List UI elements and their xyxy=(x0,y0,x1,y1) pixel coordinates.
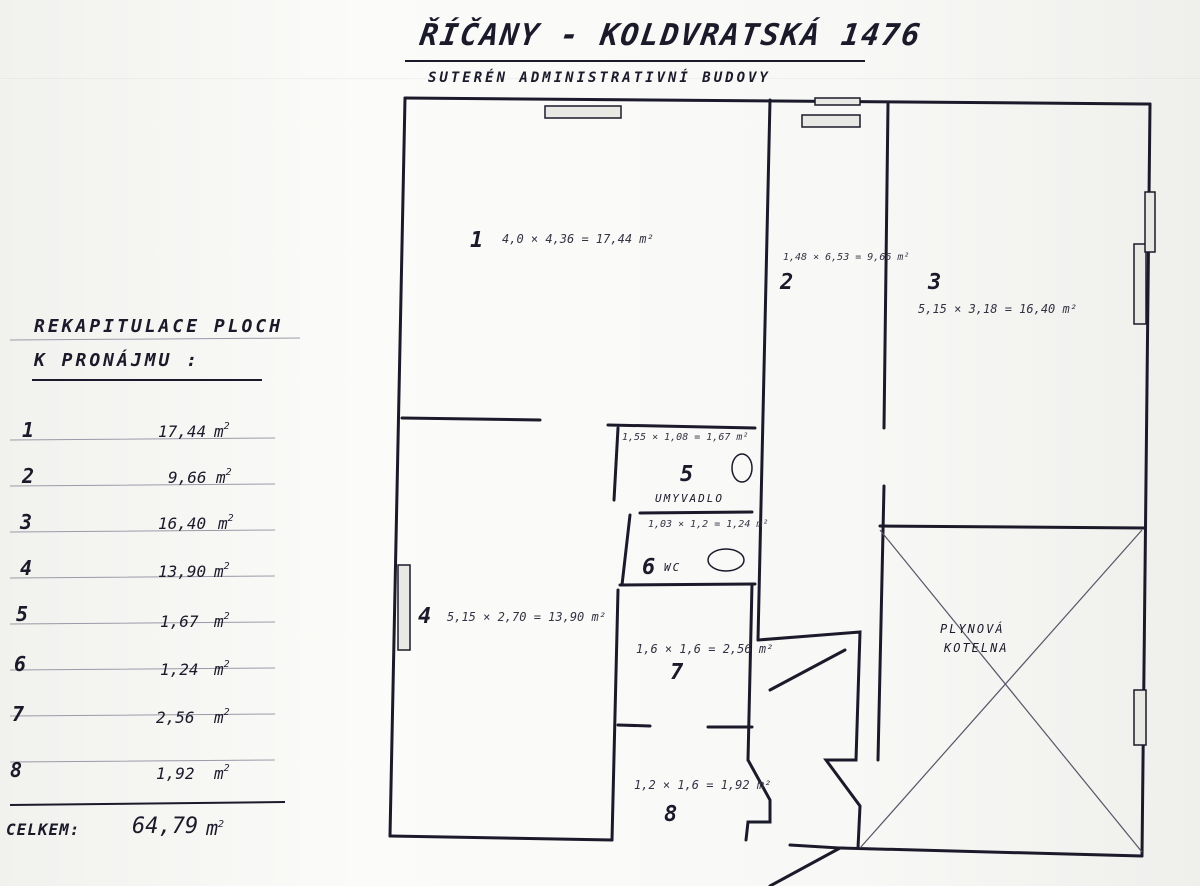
room-7-dimensions: 1,6 × 1,6 = 2,56 m² xyxy=(636,642,774,656)
corridor-line-b xyxy=(768,648,847,692)
recap-total-value: 64,79 xyxy=(132,814,199,839)
wall-4-7 xyxy=(610,588,620,842)
room-5-dimensions: 1,55 × 1,08 = 1,67 m² xyxy=(622,432,749,443)
recap-total-rule xyxy=(9,801,286,806)
recap-row-4-value: 13,90 xyxy=(158,562,207,581)
boiler-cross-a xyxy=(879,529,1143,853)
room-1-dimensions: 4,0 × 4,36 = 17,44 m² xyxy=(502,232,654,246)
boiler-cross-b xyxy=(859,529,1143,849)
wall-7-right xyxy=(746,582,754,762)
wall-bath-divider xyxy=(638,510,754,515)
wall-bath-left-lower xyxy=(620,513,632,587)
window-room3 xyxy=(1133,243,1147,325)
wall-2-3-lower xyxy=(876,484,886,762)
room-5-label: UMYVADLO xyxy=(655,492,724,505)
recap-row-8-unit: m2 xyxy=(214,763,230,783)
wall-7-8 xyxy=(616,723,754,729)
recap-row-2-value: 9,66 xyxy=(168,468,207,487)
recap-row-1-no: 1 xyxy=(22,418,35,442)
recap-row-3-unit: m2 xyxy=(218,513,234,533)
outer-wall-bottom-right xyxy=(838,846,1144,858)
recap-row-5-no: 5 xyxy=(16,602,29,626)
wall-bath-bottom xyxy=(618,582,757,587)
recap-row-7-value: 2,56 xyxy=(156,708,195,727)
recap-row-2-unit: m2 xyxy=(216,467,232,487)
window-boiler xyxy=(1133,689,1147,746)
room-1-number: 1 xyxy=(470,228,484,253)
room-8-number: 8 xyxy=(664,802,678,827)
recap-row-5-unit: m2 xyxy=(214,611,230,631)
wall-bath-top xyxy=(606,423,757,430)
wall-2-3-upper xyxy=(882,102,890,430)
sink-icon xyxy=(731,453,753,483)
boiler-label-line1: PLYNOVÁ xyxy=(940,622,1005,636)
room-6-dimensions: 1,03 × 1,2 = 1,24 m² xyxy=(648,519,769,530)
recap-row-7-unit: m2 xyxy=(214,707,230,727)
recap-total-label: CELKEM: xyxy=(6,820,81,839)
wall-8-right xyxy=(744,758,772,842)
toilet-icon xyxy=(707,548,745,572)
room-6-label: WC xyxy=(664,561,682,574)
title-underline xyxy=(405,60,865,62)
corridor-line-c xyxy=(768,843,846,886)
recap-row-6-no: 6 xyxy=(14,652,27,676)
wall-bath-left-upper xyxy=(612,426,620,502)
outer-wall-left xyxy=(388,96,407,838)
recap-row-2-no: 2 xyxy=(22,464,35,488)
room-2-dimensions: 1,48 × 6,53 = 9,66 m² xyxy=(783,252,910,263)
recap-row-3-value: 16,40 xyxy=(158,514,207,533)
recap-heading-line2: K PRONÁJMU : xyxy=(34,350,201,371)
recap-row-5-value: 1,67 xyxy=(160,612,199,631)
window-room4 xyxy=(397,564,411,651)
recap-heading-line1: REKAPITULACE PLOCH xyxy=(34,316,284,337)
recap-row-6-value: 1,24 xyxy=(160,660,199,679)
recap-total-unit: m2 xyxy=(206,816,225,840)
room-5-number: 5 xyxy=(680,462,694,487)
window-top-corridor xyxy=(814,97,861,106)
room-3-number: 3 xyxy=(928,270,942,295)
window-room1 xyxy=(544,105,622,119)
room-3-dimensions: 5,15 × 3,18 = 16,40 m² xyxy=(918,302,1077,316)
room-7-number: 7 xyxy=(670,660,684,685)
outer-wall-top xyxy=(403,96,1152,106)
room-6-number: 6 xyxy=(642,555,656,580)
recap-row-1-unit: m2 xyxy=(214,421,230,441)
corridor-line-a xyxy=(756,630,862,850)
window-room2 xyxy=(801,114,861,128)
wall-1-2 xyxy=(756,98,772,642)
recap-row-8-value: 1,92 xyxy=(156,764,195,783)
recap-row-3-no: 3 xyxy=(20,510,33,534)
recap-row-4-no: 4 xyxy=(20,556,33,580)
recap-row-7-no: 7 xyxy=(12,702,25,726)
room-4-dimensions: 5,15 × 2,70 = 13,90 m² xyxy=(447,610,606,624)
recap-row-1-value: 17,44 xyxy=(158,422,207,441)
wall-1-4-left xyxy=(400,416,542,422)
recap-row-6-unit: m2 xyxy=(214,659,230,679)
recap-rule xyxy=(9,337,301,763)
page-subtitle: SUTERÉN ADMINISTRATIVNÍ BUDOVY xyxy=(428,70,771,86)
room-4-number: 4 xyxy=(418,604,432,629)
recap-row-4-unit: m2 xyxy=(214,561,230,581)
room-2-number: 2 xyxy=(780,270,794,295)
window-room3-ext xyxy=(1144,191,1156,253)
wall-3-boiler xyxy=(878,524,1146,530)
room-8-dimensions: 1,2 × 1,6 = 1,92 m² xyxy=(634,778,772,792)
paper-fold xyxy=(0,78,1200,80)
boiler-label-line2: KOTELNA xyxy=(944,641,1009,655)
recap-row-8-no: 8 xyxy=(10,758,23,782)
outer-wall-bottom-left xyxy=(388,834,614,842)
